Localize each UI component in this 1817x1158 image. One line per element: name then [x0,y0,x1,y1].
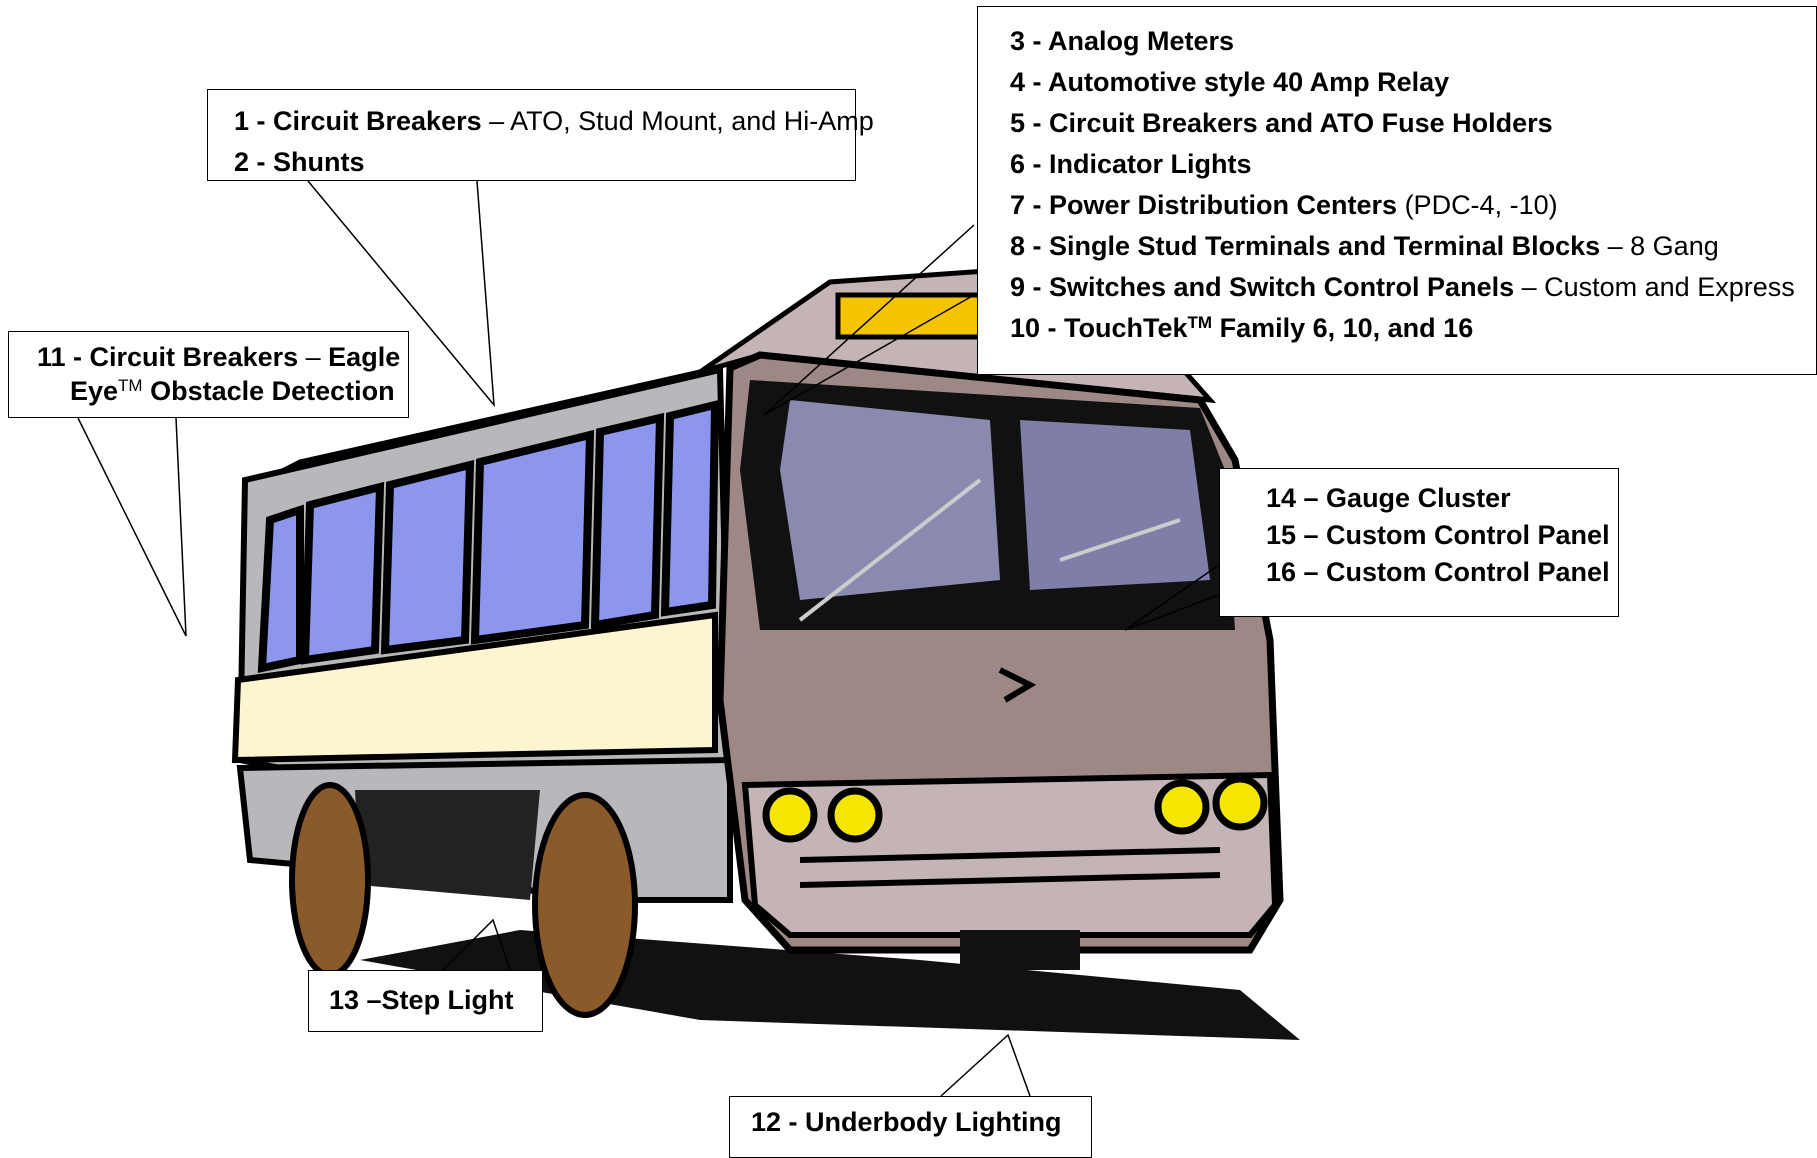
callout-line: 6 - Indicator Lights [1010,144,1816,185]
pointer-13 [443,920,510,970]
pointer-11 [78,418,186,636]
callout-dashboard-components: 3 - Analog Meters 4 - Automotive style 4… [977,6,1817,375]
pointer-14 [1125,565,1219,630]
callout-line: 13 –Step Light [329,980,542,1021]
callout-line: 2 - Shunts [234,142,855,183]
callout-underbody-lighting: 12 - Underbody Lighting [729,1096,1092,1158]
callout-line: 8 - Single Stud Terminals and Terminal B… [1010,226,1816,267]
callout-gauge-control-panels: 14 – Gauge Cluster 15 – Custom Control P… [1219,468,1619,617]
callout-line: 4 - Automotive style 40 Amp Relay [1010,62,1816,103]
callout-line: 7 - Power Distribution Centers (PDC-4, -… [1010,185,1816,226]
callout-line: 12 - Underbody Lighting [751,1102,1091,1143]
pointer-3 [764,225,974,415]
callout-line: 14 – Gauge Cluster [1266,480,1618,517]
callout-line: 1 - Circuit Breakers – ATO, Stud Mount, … [234,101,855,142]
callout-line: 11 - Circuit Breakers – Eagle [37,340,408,374]
callout-line: 10 - TouchTekTM Family 6, 10, and 16 [1010,308,1816,349]
callout-line: 5 - Circuit Breakers and ATO Fuse Holder… [1010,103,1816,144]
callout-eagle-eye: 11 - Circuit Breakers – Eagle EyeTM Obst… [8,331,409,418]
callout-line: 3 - Analog Meters [1010,21,1816,62]
callout-line: 15 – Custom Control Panel [1266,517,1618,554]
callout-line: 16 – Custom Control Panel [1266,554,1618,591]
callout-line: EyeTM Obstacle Detection [37,374,408,408]
callout-circuit-breakers-shunts: 1 - Circuit Breakers – ATO, Stud Mount, … [207,89,856,181]
callout-line: 9 - Switches and Switch Control Panels –… [1010,267,1816,308]
pointer-12 [941,1035,1030,1096]
callout-step-light: 13 –Step Light [308,970,543,1032]
